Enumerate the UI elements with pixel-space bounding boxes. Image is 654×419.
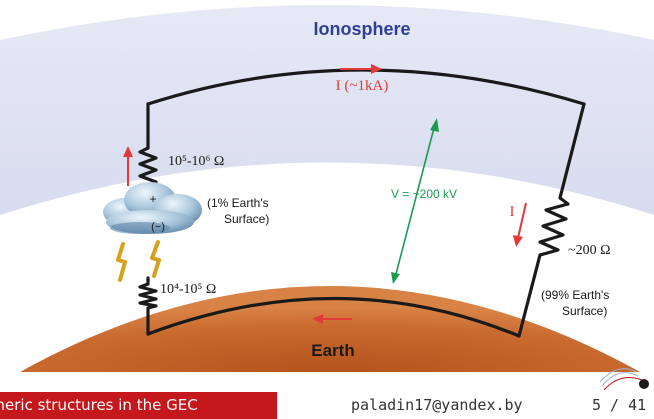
slide-footer: pheric structures in the GEC paladin17@y… — [0, 392, 654, 419]
resistance-fair-label: ~200 Ω — [568, 243, 610, 258]
current-arrow-earth — [312, 314, 352, 324]
fair-area-label-line1: (99% Earth's — [541, 288, 609, 302]
resistor-storm-bottom — [138, 282, 158, 310]
lightning-bolt-icon — [116, 242, 127, 282]
footer-page-number: 5 / 41 — [592, 396, 647, 414]
footer-title: pheric structures in the GEC — [0, 396, 198, 414]
current-arrow-top — [340, 64, 382, 74]
gec-circuit-diagram: Ionosphere Earth + (−) — [0, 5, 654, 372]
resistor-storm-top — [138, 146, 158, 188]
ionosphere-label: Ionosphere — [313, 19, 410, 39]
footer-title-bar: pheric structures in the GEC — [0, 392, 277, 419]
ionosphere-band — [0, 5, 654, 215]
lightning-bolt-icon — [150, 240, 161, 278]
current-right-label: I — [510, 204, 515, 220]
current-arrow-up — [123, 146, 133, 186]
storm-area-label-line2: Surface) — [224, 212, 269, 226]
resistor-fair-weather — [538, 196, 570, 257]
storm-area-label-line1: (1% Earth's — [207, 196, 269, 210]
slide-logo-icon — [599, 368, 649, 391]
voltage-arrow — [391, 118, 439, 284]
thundercloud-icon — [103, 182, 202, 234]
footer-email: paladin17@yandex.by — [351, 396, 523, 414]
current-arrow-right — [513, 202, 527, 247]
current-top-label: I (~1kA) — [336, 78, 389, 94]
earth-label: Earth — [311, 341, 354, 360]
charge-minus-label: (−) — [151, 221, 165, 233]
fair-area-label-line2: Surface) — [562, 304, 607, 318]
earth-surface — [20, 286, 640, 372]
charge-plus-label: + — [149, 192, 156, 206]
resistance-storm-top-label: 10⁵-10⁶ Ω — [168, 154, 224, 169]
resistance-storm-bottom-label: 10⁴-10⁵ Ω — [160, 282, 216, 297]
voltage-label: V = ~200 kV — [391, 187, 457, 201]
